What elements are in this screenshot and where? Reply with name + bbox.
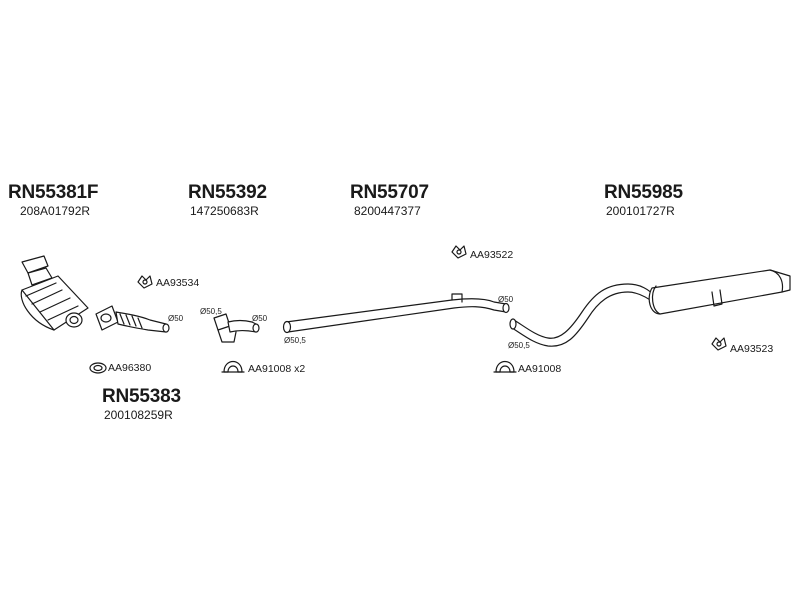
dimension-d505-c: Ø50,5 xyxy=(508,341,530,350)
label-aa93522: AA93522 xyxy=(470,249,514,261)
part-number-rn55383: RN55383 xyxy=(102,386,181,407)
part-number-rn55392: RN55392 xyxy=(188,182,267,203)
dimension-d50-c: Ø50 xyxy=(498,295,514,304)
dimension-d505-b: Ø50,5 xyxy=(284,336,306,345)
oe-number-200101727r: 200101727R xyxy=(606,204,675,218)
hanger-icon xyxy=(137,275,153,289)
oe-number-8200447377: 8200447377 xyxy=(354,204,421,218)
downpipe xyxy=(95,305,170,333)
clamp-icon xyxy=(221,360,245,373)
dimension-d50-b: Ø50 xyxy=(252,314,268,323)
part-number-rn55707: RN55707 xyxy=(350,182,429,203)
clamp-icon-2 xyxy=(493,360,517,373)
middle-pipe xyxy=(282,293,510,334)
rear-silencer xyxy=(509,269,791,347)
dimension-d50-a: Ø50 xyxy=(168,314,184,323)
oe-number-208a01792r: 208A01792R xyxy=(20,204,91,218)
label-aa96380: AA96380 xyxy=(108,362,152,374)
part-number-rn55381f: RN55381F xyxy=(8,182,99,203)
gasket-icon xyxy=(89,362,107,374)
oe-number-147250683r: 147250683R xyxy=(190,204,259,218)
oe-number-200108259r: 200108259R xyxy=(104,408,173,422)
label-aa91008-x2: AA91008 x2 xyxy=(248,363,306,375)
label-aa91008: AA91008 xyxy=(518,363,562,375)
label-aa93534: AA93534 xyxy=(156,277,200,289)
hanger-icon-2 xyxy=(451,245,467,259)
front-pipe xyxy=(213,313,260,343)
dimension-d505-a: Ø50,5 xyxy=(200,307,222,316)
catalytic-converter xyxy=(20,255,89,331)
part-number-rn55985: RN55985 xyxy=(604,182,683,203)
label-aa93523: AA93523 xyxy=(730,343,774,355)
hanger-icon-3 xyxy=(711,337,727,351)
